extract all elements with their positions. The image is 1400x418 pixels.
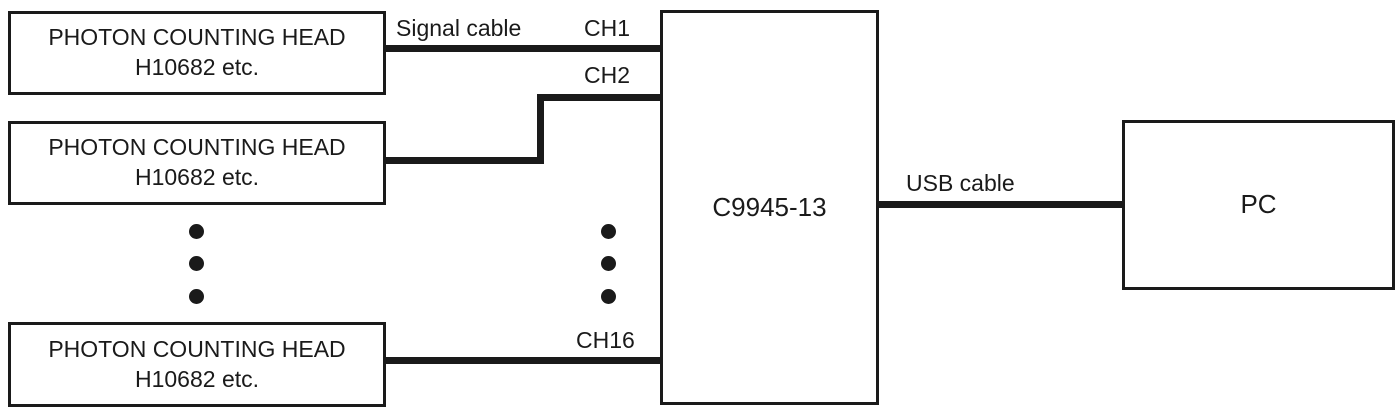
ellipsis-dot [189,224,204,239]
ch16-signal-wire [384,357,662,364]
photon-head-2-model: H10682 etc. [134,164,260,190]
pc-box: PC [1122,120,1395,290]
ch2-signal-wire-horizontal-upper [537,94,662,101]
pc-label: PC [1240,189,1277,220]
ch1-label: CH1 [584,15,631,41]
photon-counting-head-box-3: PHOTON COUNTING HEAD H10682 etc. [8,322,386,407]
signal-cable-label: Signal cable [396,15,522,41]
ch2-signal-wire-horizontal-lower [384,157,544,164]
controller-label: C9945-13 [712,191,827,222]
photon-head-2-title: PHOTON COUNTING HEAD [48,134,346,161]
ellipsis-dot [601,256,616,271]
photon-head-3-title: PHOTON COUNTING HEAD [48,335,346,362]
ellipsis-dot [189,256,204,271]
photon-counting-head-box-1: PHOTON COUNTING HEAD H10682 etc. [8,11,386,95]
ch1-signal-wire [384,45,662,52]
photon-counting-head-box-2: PHOTON COUNTING HEAD H10682 etc. [8,121,386,205]
photon-head-3-model: H10682 etc. [134,365,260,392]
usb-cable-label: USB cable [906,170,1015,196]
photon-head-1-model: H10682 etc. [134,54,260,80]
ch2-signal-wire-vertical [537,94,544,164]
ch16-label: CH16 [576,327,635,353]
photon-head-1-title: PHOTON COUNTING HEAD [48,24,346,51]
ellipsis-dot [601,289,616,304]
ch2-label: CH2 [584,62,631,88]
ellipsis-dot [601,224,616,239]
usb-cable-wire [877,201,1124,208]
ellipsis-dot [189,289,204,304]
controller-box: C9945-13 [660,10,879,405]
